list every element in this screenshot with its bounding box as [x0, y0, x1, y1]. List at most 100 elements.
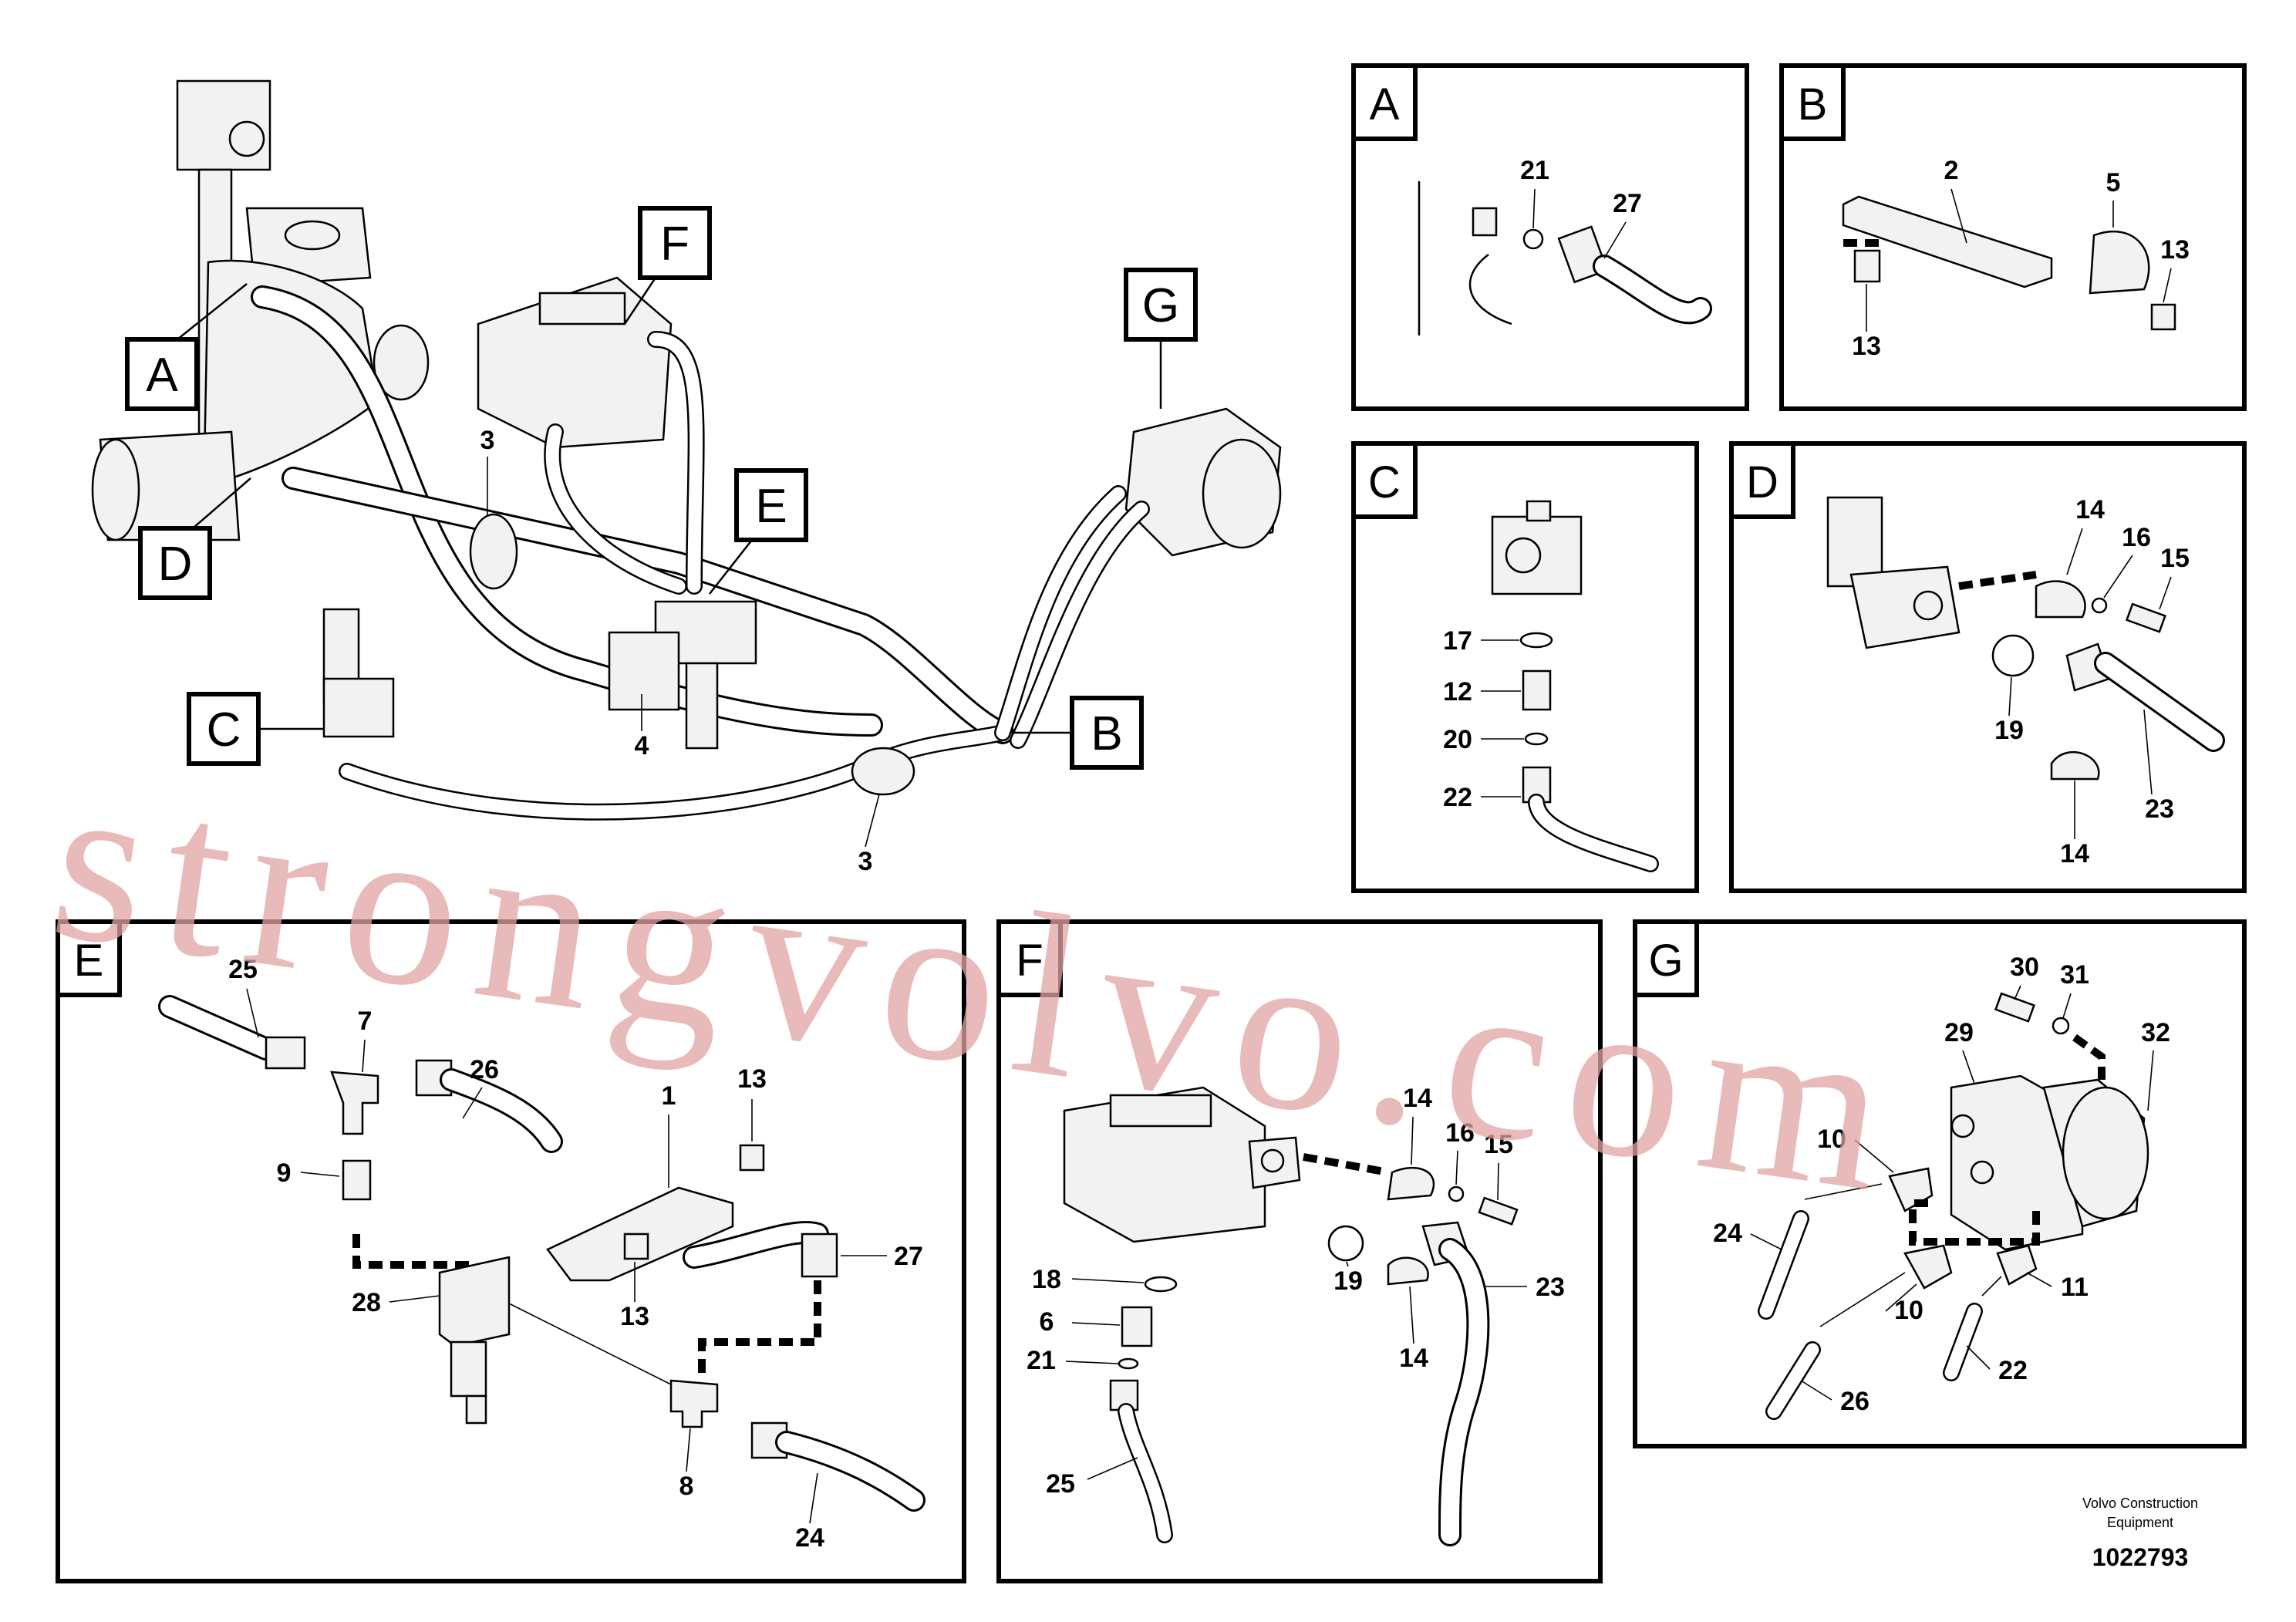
- part-label: 6: [1040, 1307, 1054, 1337]
- part-label: 16: [2122, 523, 2151, 552]
- part-label: 10: [1817, 1125, 1846, 1154]
- part-label: 5: [2106, 168, 2121, 197]
- part-label: 14: [2075, 495, 2105, 524]
- svg-text:G: G: [1648, 936, 1683, 986]
- part-label: 12: [1443, 677, 1472, 706]
- part-label: 19: [1333, 1266, 1363, 1296]
- part-label: 27: [894, 1242, 923, 1271]
- part-label: 14: [2060, 839, 2089, 868]
- part-label: 2: [1944, 156, 1959, 185]
- part-label: 10: [1894, 1296, 1923, 1325]
- svg-text:F: F: [1016, 936, 1043, 986]
- detail-d: D 14 16 15 19 23 14: [1729, 441, 2247, 893]
- block: [1491, 515, 1583, 595]
- svg-text:F: F: [660, 218, 689, 271]
- detail-b: B 2 5 13 13: [1779, 63, 2247, 411]
- part-label: 32: [2141, 1018, 2170, 1047]
- part-label: 26: [1840, 1387, 1870, 1416]
- part-label: 14: [1399, 1344, 1428, 1373]
- part-label: 1: [662, 1081, 676, 1111]
- part-label: 24: [795, 1523, 824, 1553]
- svg-text:A: A: [146, 349, 178, 402]
- part-label: 7: [358, 1007, 373, 1036]
- detail-c: C 17 12 20 22: [1351, 441, 1699, 893]
- brand-line2: Equipment: [2107, 1515, 2173, 1530]
- svg-text:E: E: [74, 936, 104, 986]
- part-label: 23: [1536, 1273, 1565, 1302]
- callout-g: G: [1124, 268, 1198, 409]
- part-label: 25: [228, 955, 258, 984]
- elbow-10b: [1903, 1244, 1953, 1290]
- part-label: 20: [1443, 725, 1472, 754]
- part-label: 9: [277, 1158, 292, 1188]
- part-label: 27: [1613, 189, 1642, 218]
- part-label: 11: [2061, 1273, 2089, 1302]
- valve-28: [438, 1256, 511, 1347]
- drawing-number: 1022793: [2092, 1543, 2189, 1571]
- svg-text:A: A: [1370, 79, 1400, 130]
- part-label: 28: [352, 1288, 381, 1317]
- svg-text:B: B: [1091, 707, 1122, 760]
- part-label: 22: [1443, 783, 1472, 812]
- callout-e: E: [709, 468, 808, 595]
- block-c: [322, 677, 395, 738]
- part-label: 3: [858, 847, 873, 876]
- part-label: 18: [1032, 1265, 1061, 1294]
- part-label: 15: [1484, 1130, 1513, 1159]
- part-label: 17: [1443, 626, 1472, 656]
- part-label: 13: [1852, 332, 1881, 361]
- callout-c: C: [187, 692, 324, 766]
- part-label: 4: [635, 731, 649, 760]
- part-label: 30: [2010, 953, 2039, 982]
- bracket-4: [608, 631, 680, 711]
- brand-line1: Volvo Construction: [2082, 1496, 2198, 1511]
- part-label: 13: [620, 1302, 649, 1331]
- valve-plug: [228, 120, 265, 157]
- overview-assembly: A D F E G B C: [91, 79, 1282, 876]
- callout-d: D: [138, 477, 251, 600]
- svg-text:E: E: [755, 480, 787, 533]
- part-label: 13: [737, 1064, 767, 1094]
- detail-f: F 14 16 15 18 19 23 6 21 14: [996, 919, 1603, 1583]
- svg-text:B: B: [1798, 79, 1828, 130]
- svg-text:D: D: [1746, 457, 1778, 508]
- clamp-5: [2089, 230, 2150, 295]
- callout-b: B: [1010, 696, 1144, 770]
- part-label: 24: [1713, 1219, 1742, 1248]
- motor: [1950, 1074, 2084, 1251]
- half-clamp-14b: [2050, 750, 2100, 781]
- part-label: 25: [1046, 1469, 1075, 1499]
- half-clamp-14: [2035, 580, 2086, 619]
- part-label: 14: [1403, 1084, 1432, 1113]
- svg-text:C: C: [207, 703, 241, 757]
- part-label: 8: [679, 1472, 694, 1501]
- callout-f: F: [623, 206, 712, 325]
- part-label: 29: [1944, 1018, 1974, 1047]
- part-label: 15: [2160, 544, 2190, 573]
- detail-e: E 25 7 26 1 13 9 27: [56, 919, 966, 1583]
- flange: [1849, 565, 1961, 649]
- part-label: 13: [2160, 235, 2190, 265]
- part-label: 26: [470, 1055, 499, 1084]
- clamp-3-lower: [851, 747, 915, 796]
- footer: Volvo Construction Equipment 1022793: [2082, 1496, 2198, 1571]
- svg-text:G: G: [1142, 279, 1179, 332]
- detail-a: A 21 27: [1351, 63, 1749, 411]
- elbow-11: [1996, 1244, 2038, 1286]
- tee-8: [669, 1379, 719, 1428]
- callout-a: A: [125, 283, 248, 411]
- part-label: 21: [1027, 1346, 1056, 1375]
- tee-7: [330, 1071, 379, 1135]
- part-label: 23: [2145, 794, 2174, 824]
- part-label: 16: [1445, 1118, 1475, 1148]
- part-label: 3: [480, 426, 495, 455]
- clamp-3-upper: [469, 513, 518, 590]
- part-label: 19: [1994, 716, 2024, 745]
- half-clamp-14: [1387, 1166, 1435, 1201]
- part-label: 21: [1520, 156, 1549, 185]
- svg-text:D: D: [158, 538, 193, 591]
- bracket-2: [1842, 195, 2053, 288]
- svg-text:C: C: [1368, 457, 1401, 508]
- detail-g: G 30 31 29 32 10 24 10 11: [1633, 919, 2247, 1448]
